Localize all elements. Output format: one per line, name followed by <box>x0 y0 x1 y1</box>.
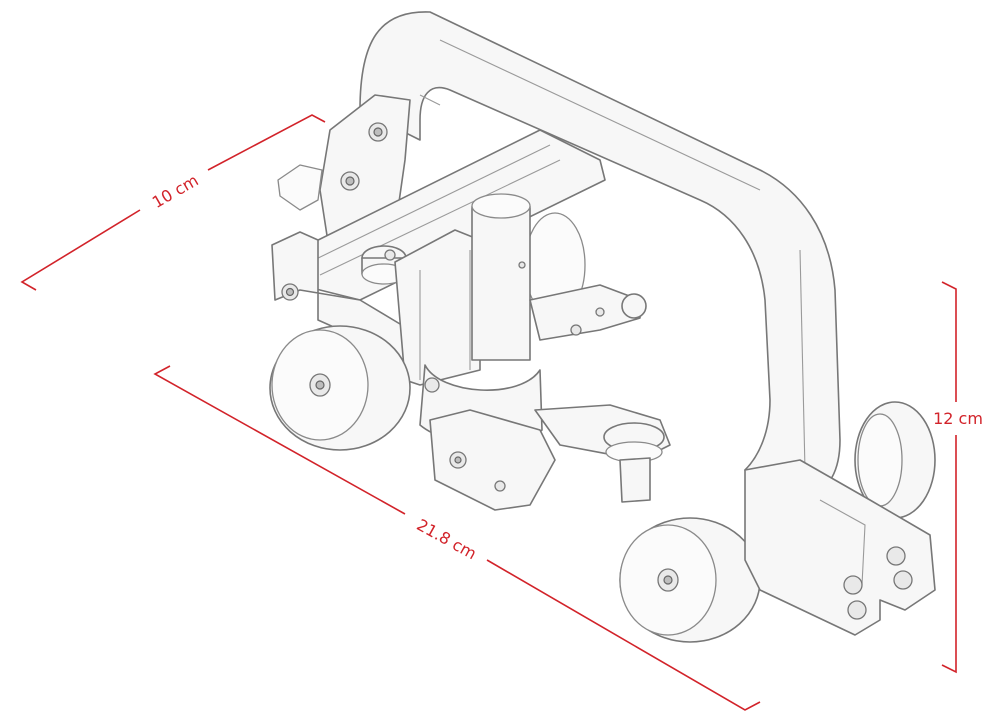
dimension-height-label: 12 cm <box>933 409 983 428</box>
vertical-post <box>471 193 531 361</box>
dimension-length-label: 21.8 cm <box>414 515 480 563</box>
front-leg-bracket <box>744 459 936 636</box>
slider-device-illustration <box>269 11 936 643</box>
support-arm <box>529 284 641 341</box>
arm-knob-icon <box>621 293 647 319</box>
lock-lever <box>277 164 323 211</box>
leg-hole-icon <box>843 575 863 595</box>
wheel-rear-right <box>854 401 936 519</box>
leg-hole-icon <box>886 546 906 566</box>
dimension-height: 12 cm <box>933 281 983 674</box>
wheel-front-right <box>619 517 761 643</box>
wheel-left <box>269 325 411 451</box>
lower-mount <box>429 409 556 511</box>
dimension-depth-label: 10 cm <box>149 171 202 212</box>
